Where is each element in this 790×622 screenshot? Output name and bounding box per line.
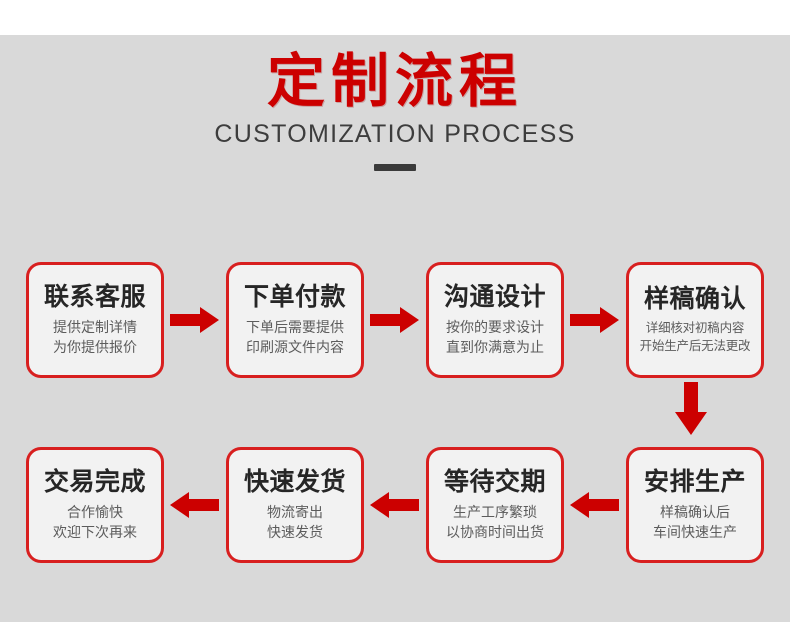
page-header: 定制流程 CUSTOMIZATION PROCESS (0, 49, 790, 172)
step-title: 等待交期 (443, 467, 546, 496)
page-title: 定制流程 (266, 49, 523, 114)
step-line: 按你的要求设计 (446, 318, 544, 335)
step-description: 合作愉快 欢迎下次再来 (53, 502, 137, 543)
flow-row-top: 联系客服 提供定制详情 为你提供报价 下单付款 下单后需要提供 印刷源文件内容 (0, 255, 790, 385)
arrow-left-icon (164, 488, 226, 522)
arrow-right-icon (164, 303, 226, 337)
arrow-right-icon (364, 303, 426, 337)
step-line: 印刷源文件内容 (246, 338, 344, 355)
arrow-left-icon (564, 488, 626, 522)
step-line: 下单后需要提供 (246, 318, 344, 335)
step-box-6[interactable]: 等待交期 生产工序繁琐 以协商时间出货 (426, 447, 564, 563)
page-subtitle: CUSTOMIZATION PROCESS (214, 119, 576, 148)
step-box-5[interactable]: 安排生产 样稿确认后 车间快速生产 (626, 447, 764, 563)
arrow-down-icon (674, 382, 708, 436)
step-title: 快速发货 (243, 467, 346, 496)
step-line: 欢迎下次再来 (53, 523, 137, 540)
step-title: 联系客服 (43, 282, 146, 311)
step-line: 以协商时间出货 (446, 523, 544, 540)
step-box-2[interactable]: 下单付款 下单后需要提供 印刷源文件内容 (226, 262, 364, 378)
step-title: 沟通设计 (443, 282, 546, 311)
step-line: 为你提供报价 (53, 338, 137, 355)
step-description: 样稿确认后 车间快速生产 (653, 502, 737, 543)
step-line: 样稿确认后 (660, 503, 730, 520)
step-description: 物流寄出 快速发货 (267, 502, 323, 543)
step-line: 提供定制详情 (53, 318, 137, 335)
step-title: 交易完成 (43, 467, 146, 496)
step-description: 生产工序繁琐 以协商时间出货 (446, 502, 544, 543)
arrow-right-icon (564, 303, 626, 337)
step-description: 按你的要求设计 直到你满意为止 (446, 317, 544, 358)
step-description: 提供定制详情 为你提供报价 (53, 317, 137, 358)
step-line: 合作愉快 (67, 503, 123, 520)
process-flow: 联系客服 提供定制详情 为你提供报价 下单付款 下单后需要提供 印刷源文件内容 (0, 248, 790, 593)
flow-row-bottom: 交易完成 合作愉快 欢迎下次再来 快速发货 物流寄出 快速发货 (0, 440, 790, 570)
step-title: 安排生产 (643, 467, 746, 496)
step-line: 开始生产后无法更改 (639, 338, 751, 353)
step-box-7[interactable]: 快速发货 物流寄出 快速发货 (226, 447, 364, 563)
step-title: 样稿确认 (643, 285, 746, 313)
step-box-4[interactable]: 样稿确认 详细核对初稿内容 开始生产后无法更改 (626, 262, 764, 378)
step-title: 下单付款 (243, 282, 346, 311)
step-box-8[interactable]: 交易完成 合作愉快 欢迎下次再来 (26, 447, 164, 563)
step-box-3[interactable]: 沟通设计 按你的要求设计 直到你满意为止 (426, 262, 564, 378)
step-line: 直到你满意为止 (446, 338, 544, 355)
step-line: 生产工序繁琐 (453, 503, 537, 520)
arrow-left-icon (364, 488, 426, 522)
step-box-1[interactable]: 联系客服 提供定制详情 为你提供报价 (26, 262, 164, 378)
step-description: 详细核对初稿内容 开始生产后无法更改 (640, 319, 751, 355)
step-description: 下单后需要提供 印刷源文件内容 (246, 317, 344, 358)
step-line: 车间快速生产 (653, 523, 737, 540)
step-line: 物流寄出 (267, 503, 323, 520)
title-divider (374, 164, 416, 172)
step-line: 详细核对初稿内容 (645, 320, 745, 335)
step-line: 快速发货 (267, 523, 323, 540)
